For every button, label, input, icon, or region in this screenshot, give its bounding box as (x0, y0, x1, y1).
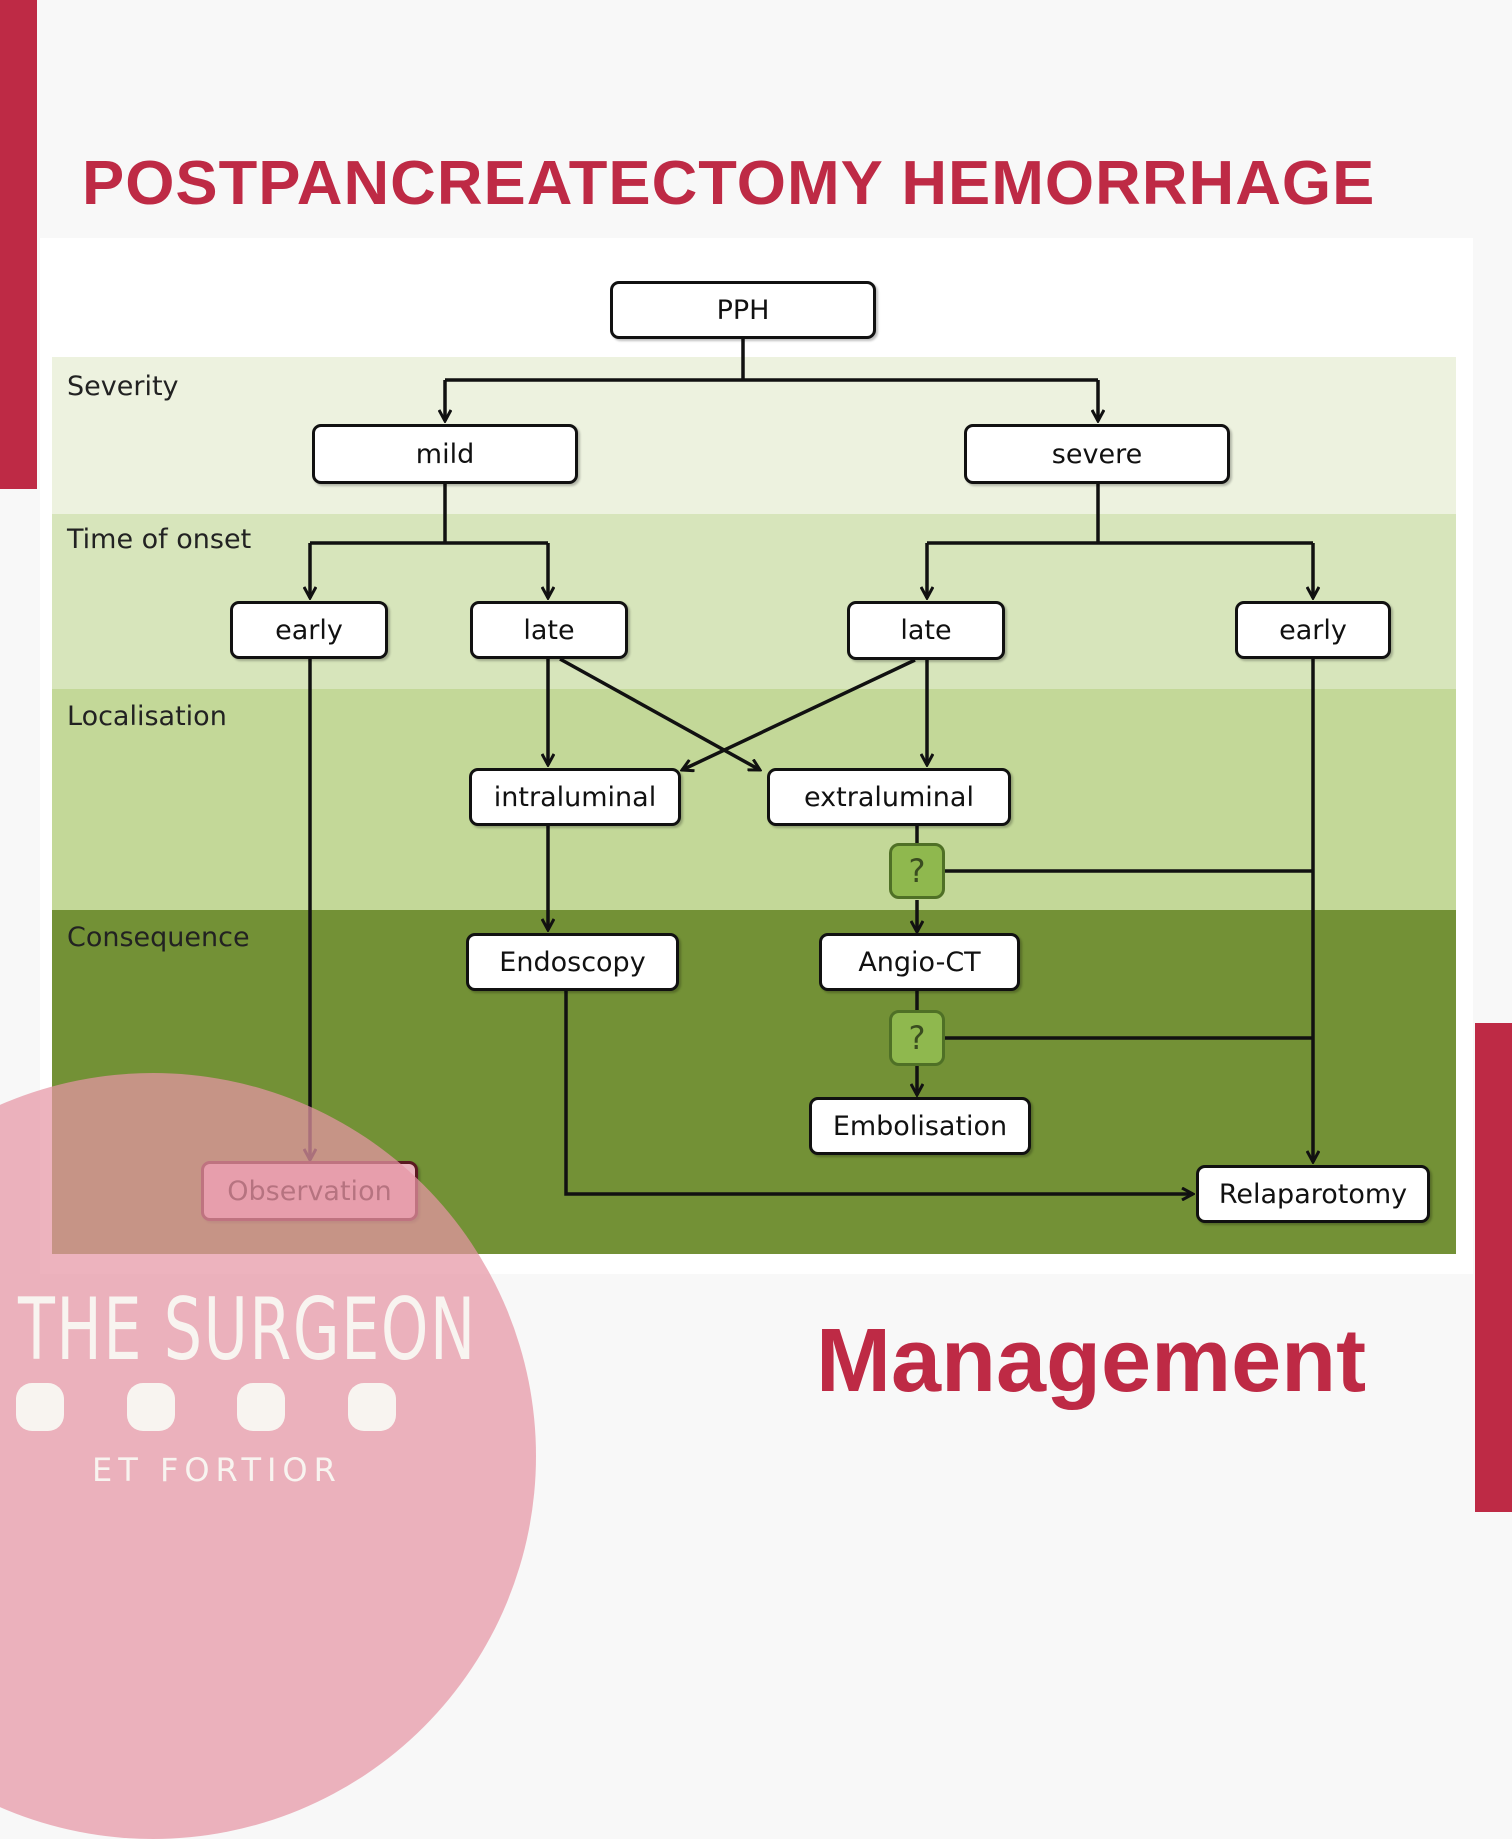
logo-dot (127, 1383, 175, 1431)
edge-mild-split (310, 484, 548, 545)
node-endoscopy[interactable]: Endoscopy (466, 933, 679, 991)
band-localisation: Localisation (52, 689, 1456, 910)
band-label-localisation: Localisation (67, 701, 227, 732)
logo-dot (348, 1383, 396, 1431)
edge-severe-split (927, 484, 1313, 545)
decision-node-1[interactable]: ? (889, 843, 945, 899)
node-relaparotomy[interactable]: Relaparotomy (1196, 1165, 1430, 1223)
logo-dots (16, 1383, 396, 1433)
page-subtitle: Management (816, 1311, 1367, 1411)
node-severe[interactable]: severe (964, 424, 1230, 484)
logo-dot (237, 1383, 285, 1431)
decision-node-2[interactable]: ? (889, 1010, 945, 1066)
logo-dot (16, 1383, 64, 1431)
edge-severelate-intra (682, 658, 916, 770)
accent-bar-left (0, 0, 37, 489)
node-mild[interactable]: mild (312, 424, 578, 484)
logo-motto: ET FORTIOR (92, 1451, 342, 1489)
node-severe-late[interactable]: late (847, 601, 1005, 660)
node-embolisation[interactable]: Embolisation (809, 1097, 1031, 1155)
node-pph[interactable]: PPH (610, 281, 876, 339)
logo-title: THE SURGEON (18, 1280, 477, 1380)
node-extraluminal[interactable]: extraluminal (767, 768, 1011, 826)
band-label-severity: Severity (67, 371, 179, 402)
edge-endoscopy-relap (564, 988, 1193, 1194)
node-mild-late[interactable]: late (470, 601, 628, 659)
node-angio-ct[interactable]: Angio-CT (819, 933, 1020, 991)
page-title: POSTPANCREATECTOMY HEMORRHAGE (82, 149, 1376, 218)
diagram-connectors (0, 338, 1512, 1512)
node-severe-early[interactable]: early (1235, 601, 1391, 659)
band-label-onset: Time of onset (67, 524, 252, 555)
edge-pph-split (445, 338, 1098, 382)
accent-bar-right (1475, 1023, 1512, 1512)
node-mild-early[interactable]: early (230, 601, 388, 659)
node-intraluminal[interactable]: intraluminal (469, 768, 681, 826)
edge-mildlate-extra (559, 657, 760, 772)
band-label-consequence: Consequence (67, 922, 250, 953)
